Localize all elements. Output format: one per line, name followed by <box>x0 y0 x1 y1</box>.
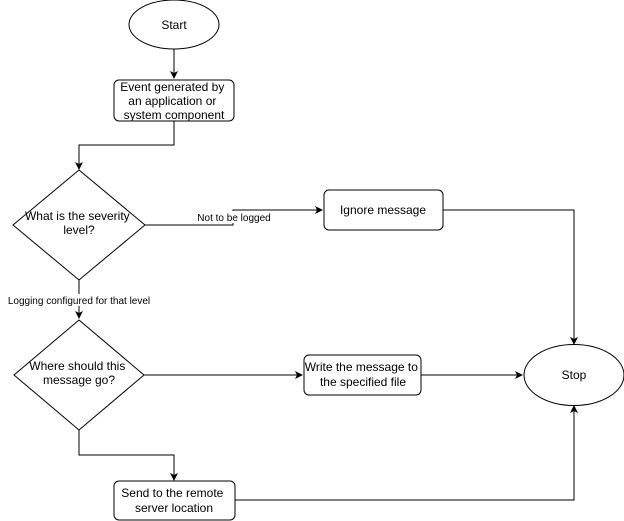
node-stop-label: Stop <box>562 368 587 382</box>
edge-ignore-to-stop <box>443 209 578 345</box>
node-ignore-label: Ignore message <box>340 203 426 217</box>
edge-remote-to-stop <box>235 405 578 501</box>
node-stop: Stop <box>523 344 624 406</box>
node-start-label: Start <box>161 18 187 32</box>
node-severity-label: What is the severity level? <box>25 209 133 237</box>
node-destination-label: Where should this message go? <box>29 359 128 387</box>
node-severity-decision: What is the severity level? <box>12 169 146 281</box>
node-event-label: Event generated by an application or sys… <box>120 80 227 122</box>
edge-label-logging-configured: Logging configured for that level <box>8 296 150 307</box>
node-destination-decision: Where should this message go? <box>13 319 145 431</box>
edge-event-to-severity <box>75 121 175 170</box>
node-start: Start <box>128 0 220 50</box>
edge-label-not-logged: Not to be logged <box>197 213 270 224</box>
node-write-file-label: Write the message to the specified file <box>305 360 422 389</box>
edge-destination-to-remote <box>78 430 178 481</box>
node-remote-label: Send to the remote server location <box>121 486 226 515</box>
node-event: Event generated by an application or sys… <box>113 79 235 122</box>
node-remote: Send to the remote server location <box>113 480 236 521</box>
node-write-file: Write the message to the specified file <box>303 354 422 396</box>
node-ignore: Ignore message <box>323 189 444 231</box>
